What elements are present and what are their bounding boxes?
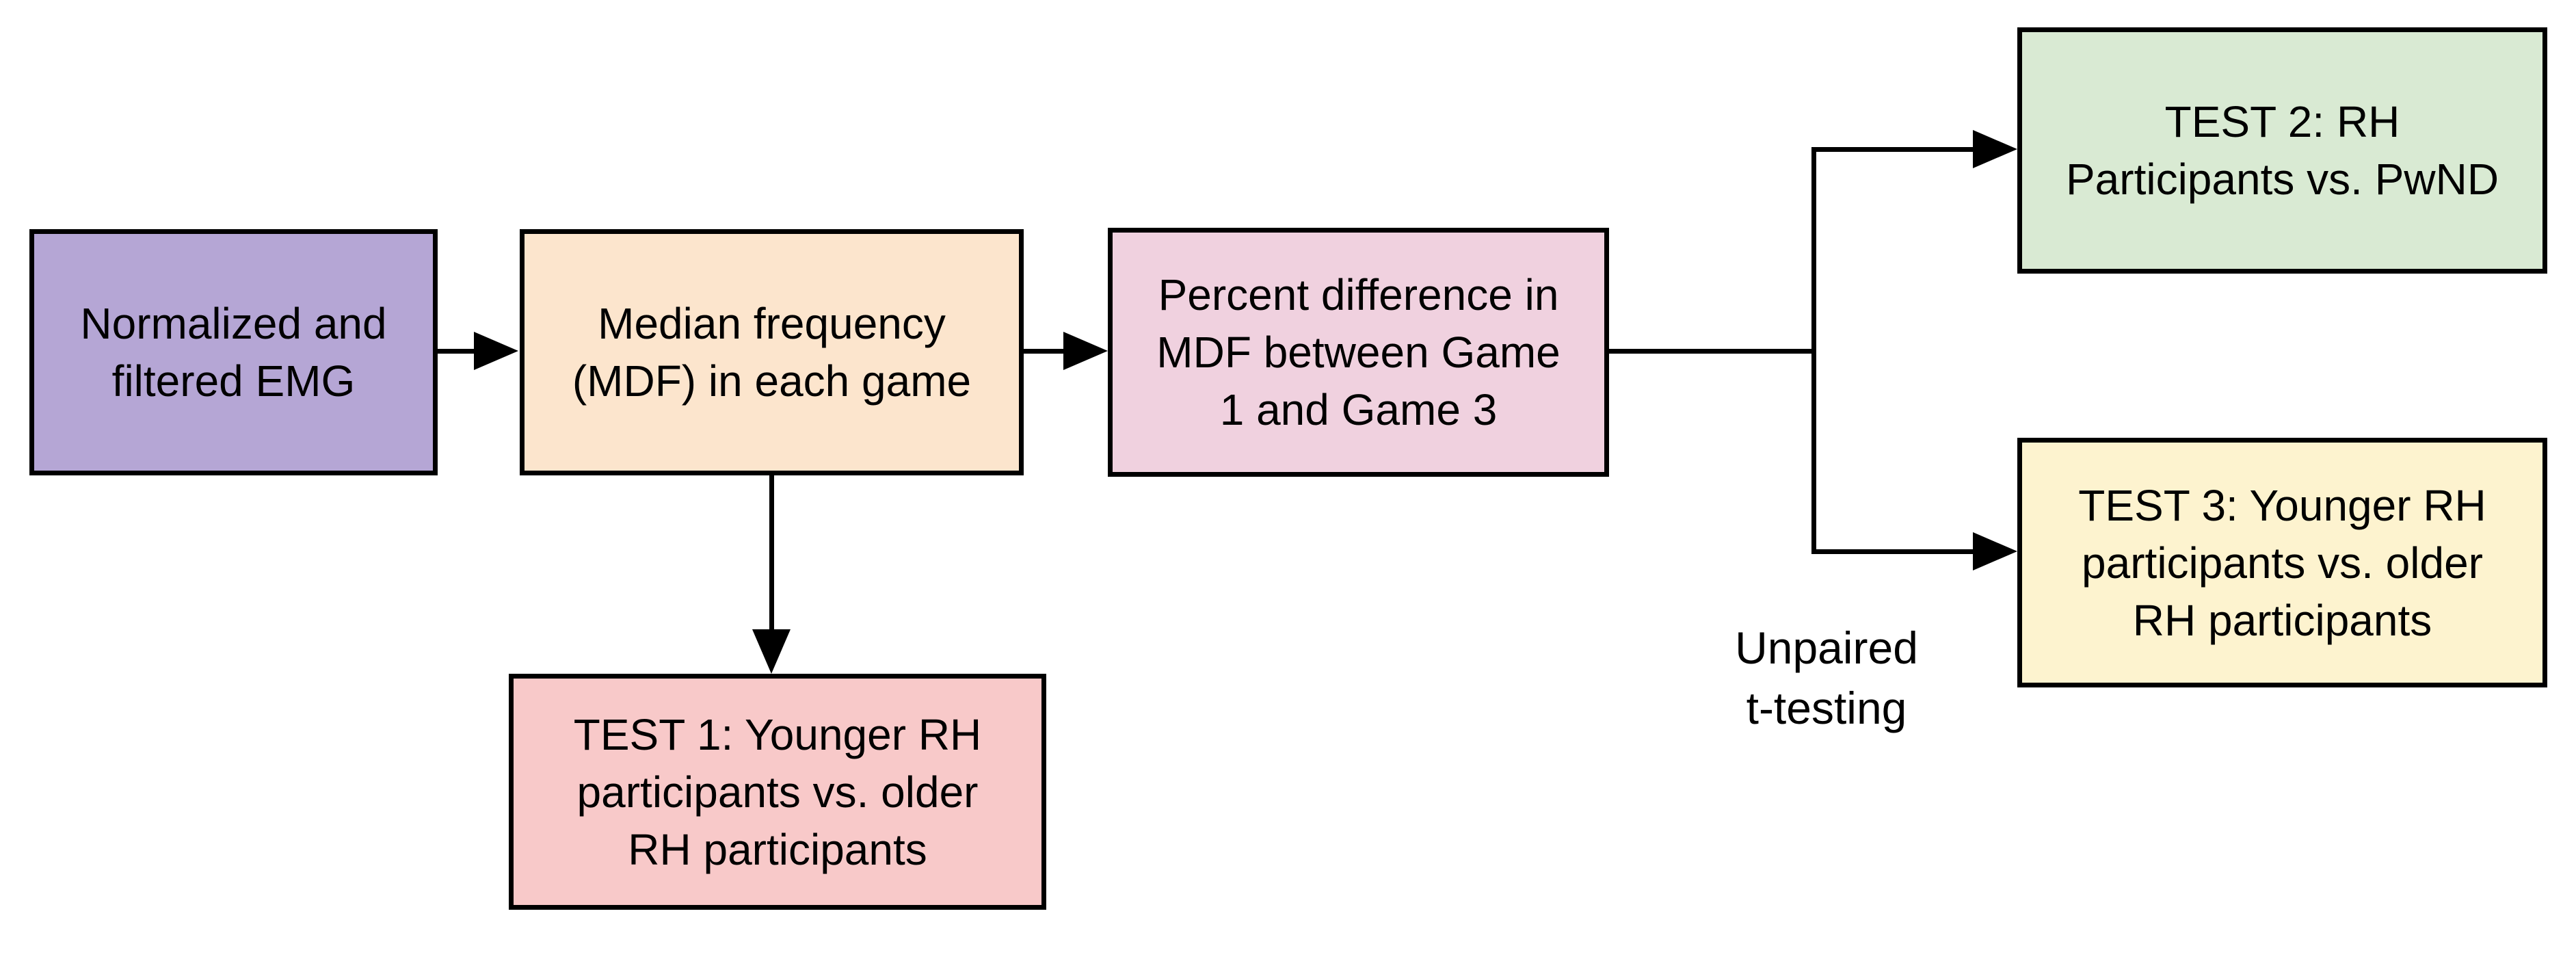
flow-box-percent-difference: Percent difference in MDF between Game 1… <box>1108 228 1609 477</box>
unpaired-t-testing-label: Unpaired t-testing <box>1649 618 2004 738</box>
connector-emg-to-mdf <box>438 349 476 354</box>
connector-mdf-to-percent <box>1024 349 1063 354</box>
label-text-line: t-testing <box>1746 683 1907 733</box>
box-text-line: (MDF) in each game <box>572 356 972 406</box>
arrowhead-mdf-to-percent <box>1063 332 1108 370</box>
box-text-line: filtered EMG <box>111 356 356 406</box>
flow-box-test-1: TEST 1: Younger RH participants vs. olde… <box>509 674 1046 910</box>
box-text-line: Percent difference in <box>1158 270 1559 319</box>
connector-percent-to-branch <box>1609 349 1816 354</box>
box-text-line: 1 and Game 3 <box>1219 385 1498 434</box>
connector-branch-to-test2 <box>1811 147 1973 152</box>
label-text-line: Unpaired <box>1735 622 1918 673</box>
box-text-line: participants vs. older <box>2082 538 2483 588</box>
box-text-line: Participants vs. PwND <box>2065 155 2499 204</box>
arrowhead-branch-to-test3 <box>1973 532 2017 570</box>
box-text-line: RH participants <box>628 824 927 874</box>
box-text-line: TEST 2: RH <box>2164 97 2400 146</box>
connector-branch-to-test3 <box>1811 549 1973 554</box>
flow-box-normalized-emg: Normalized and filtered EMG <box>29 229 438 475</box>
arrowhead-mdf-to-test1 <box>752 629 791 674</box>
box-text-line: TEST 3: Younger RH <box>2078 480 2486 530</box>
flow-box-median-frequency: Median frequency (MDF) in each game <box>520 229 1024 475</box>
connector-mdf-to-test1 <box>769 475 774 631</box>
flow-box-test-3: TEST 3: Younger RH participants vs. olde… <box>2017 438 2547 687</box>
box-text-line: Median frequency <box>598 299 946 348</box>
flow-box-test-2: TEST 2: RH Participants vs. PwND <box>2017 27 2547 274</box>
arrowhead-branch-to-test2 <box>1973 130 2017 168</box>
box-text-line: participants vs. older <box>576 767 979 817</box>
box-text-line: Normalized and <box>80 299 387 348</box>
connector-branch-trunk <box>1811 147 1816 554</box>
arrowhead-emg-to-mdf <box>474 332 518 370</box>
box-text-line: TEST 1: Younger RH <box>573 709 982 759</box>
box-text-line: RH participants <box>2132 595 2432 645</box>
box-text-line: MDF between Game <box>1156 328 1561 377</box>
